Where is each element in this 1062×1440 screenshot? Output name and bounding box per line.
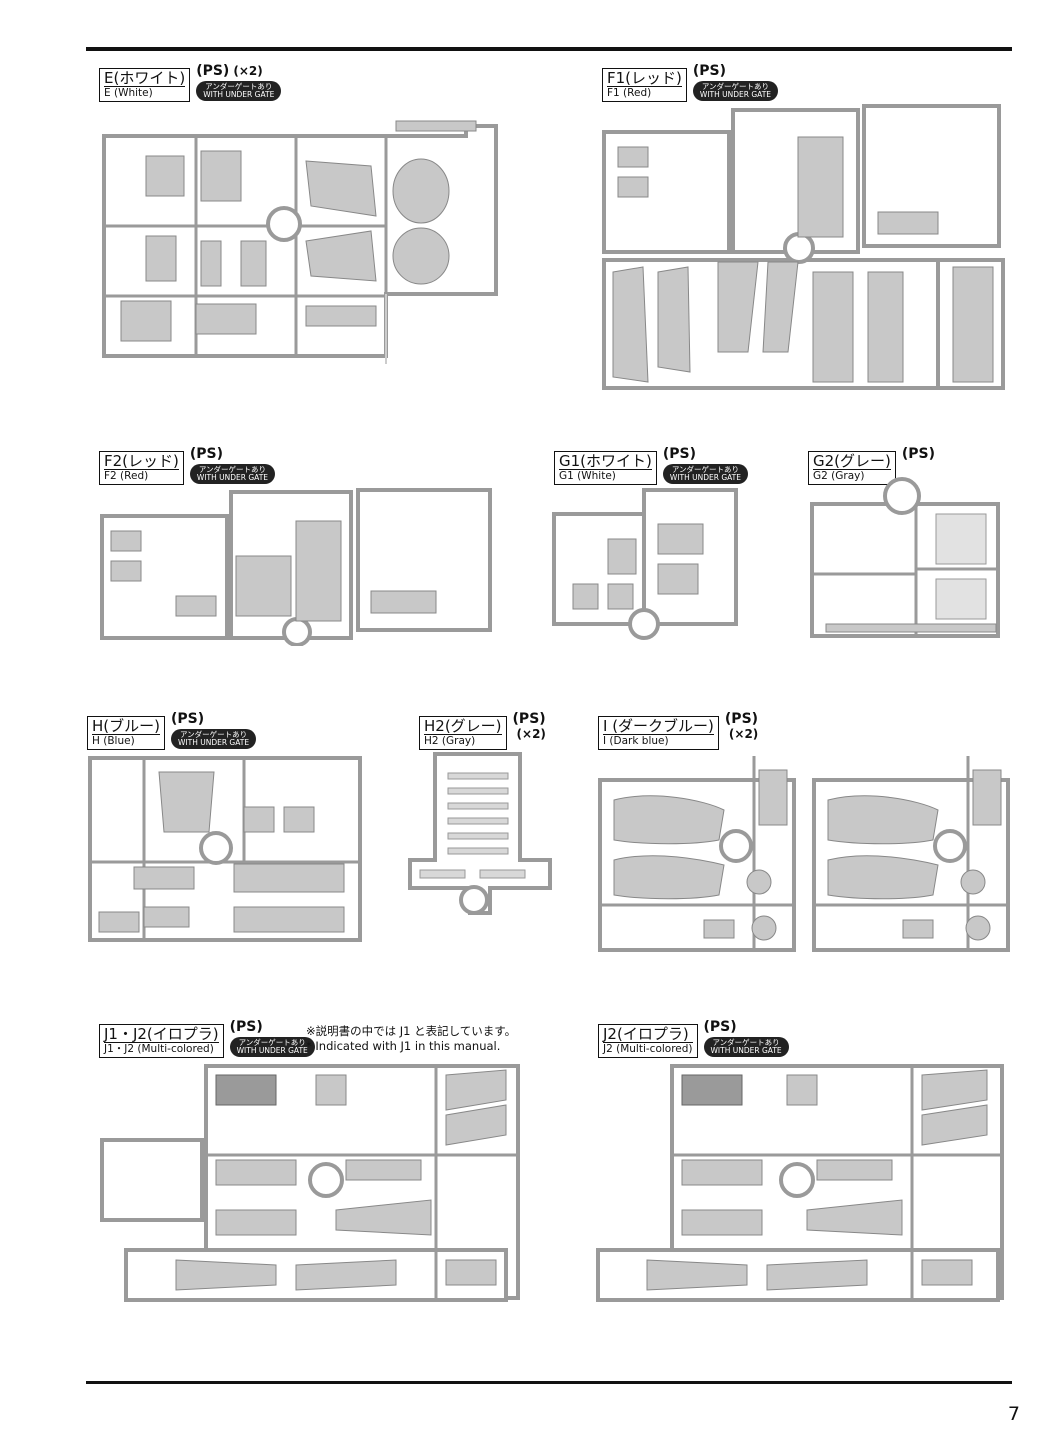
quantity-label: (×2) [516, 727, 546, 741]
material-label: (PS) [189, 446, 224, 462]
runner-name-en: H (Blue) [92, 734, 160, 747]
runner-name-jp: I (ダークブルー) [603, 717, 714, 735]
material-label: (PS) [662, 446, 697, 462]
runner-name-en: E (White) [104, 86, 186, 99]
runner-name-jp: G1(ホワイト) [559, 452, 652, 470]
runner-I-svg-1 [598, 756, 796, 952]
material-label: (PS) [170, 711, 205, 727]
runner-label-G2: G2(グレー)G2 (Gray) (PS) [808, 447, 935, 485]
material-label: (PS) [724, 711, 759, 727]
page-number: 7 [1007, 1403, 1020, 1425]
runner-name-en: J1・J2 (Multi-colored) [104, 1042, 219, 1055]
runner-name-jp: J2(イロプラ) [603, 1025, 689, 1043]
runner-name-jp: F2(レッド) [104, 452, 179, 470]
runner-H2-svg [408, 752, 552, 915]
material-label: (PS) [692, 63, 727, 79]
runner-name-en: F1 (Red) [607, 86, 682, 99]
j1-note: ※説明書の中では J1 と表記しています。 * Indicated with J… [306, 1024, 516, 1054]
runner-diagram-J2 [592, 1060, 1008, 1304]
runner-diagram-I-2 [808, 750, 1014, 956]
top-rule [86, 47, 1012, 51]
runner-name-en: I (Dark blue) [603, 734, 714, 747]
material-label: (PS) [196, 63, 230, 79]
runner-label-J1J2: J1・J2(イロプラ)J1・J2 (Multi-colored) (PS) アンダー… [99, 1020, 315, 1058]
runner-label-I: I (ダークブルー)I (Dark blue) (PS)(×2) [598, 712, 759, 750]
runner-G1-svg [552, 488, 738, 640]
material-label: (PS) [229, 1019, 263, 1035]
runner-name-jp: F1(レッド) [607, 69, 682, 87]
quantity-label: (×2) [728, 727, 759, 741]
runner-I-svg-2 [812, 756, 1010, 952]
runner-name-en: G2 (Gray) [813, 469, 891, 482]
runner-J1J2-svg [100, 1064, 520, 1302]
quantity-label: (×2) [233, 64, 263, 78]
runner-diagram-H2 [400, 748, 568, 918]
runner-E-svg [102, 120, 498, 364]
runner-F1-svg [602, 104, 1005, 390]
runner-F2-svg [100, 488, 492, 646]
material-label: (PS) [703, 1019, 737, 1035]
runner-name-en: F2 (Red) [104, 469, 179, 482]
runner-G2-svg [810, 477, 1000, 638]
runner-name-jp: J1・J2(イロプラ) [104, 1025, 219, 1043]
material-label: (PS) [512, 711, 546, 727]
runner-J2-svg [596, 1064, 1004, 1302]
j1-note-jp: ※説明書の中では J1 と表記しています。 [306, 1024, 517, 1038]
runner-diagram-F1 [598, 102, 1008, 400]
runner-diagram-E [96, 106, 508, 368]
runner-diagram-I-1 [594, 750, 800, 956]
runner-name-jp: H2(グレー) [424, 717, 502, 735]
runner-name-en: H2 (Gray) [424, 734, 502, 747]
runner-name-jp: E(ホワイト) [104, 69, 186, 87]
runner-diagram-G1 [548, 484, 744, 650]
runner-name-en: G1 (White) [559, 469, 652, 482]
runner-diagram-G2 [806, 474, 1004, 644]
runner-diagram-H [84, 752, 366, 948]
runner-name-en: J2 (Multi-colored) [603, 1042, 693, 1055]
runner-label-H2: H2(グレー)H2 (Gray) (PS)(×2) [419, 712, 546, 750]
runner-name-jp: G2(グレー) [813, 452, 891, 470]
runner-name-jp: H(ブルー) [92, 717, 160, 735]
runner-H-svg [88, 756, 362, 942]
runner-diagram-F2 [96, 486, 498, 646]
j1-note-en: * Indicated with J1 in this manual. [306, 1039, 501, 1053]
material-label: (PS) [901, 446, 936, 462]
bottom-rule [86, 1381, 1012, 1384]
runner-diagram-J1J2 [96, 1060, 520, 1304]
